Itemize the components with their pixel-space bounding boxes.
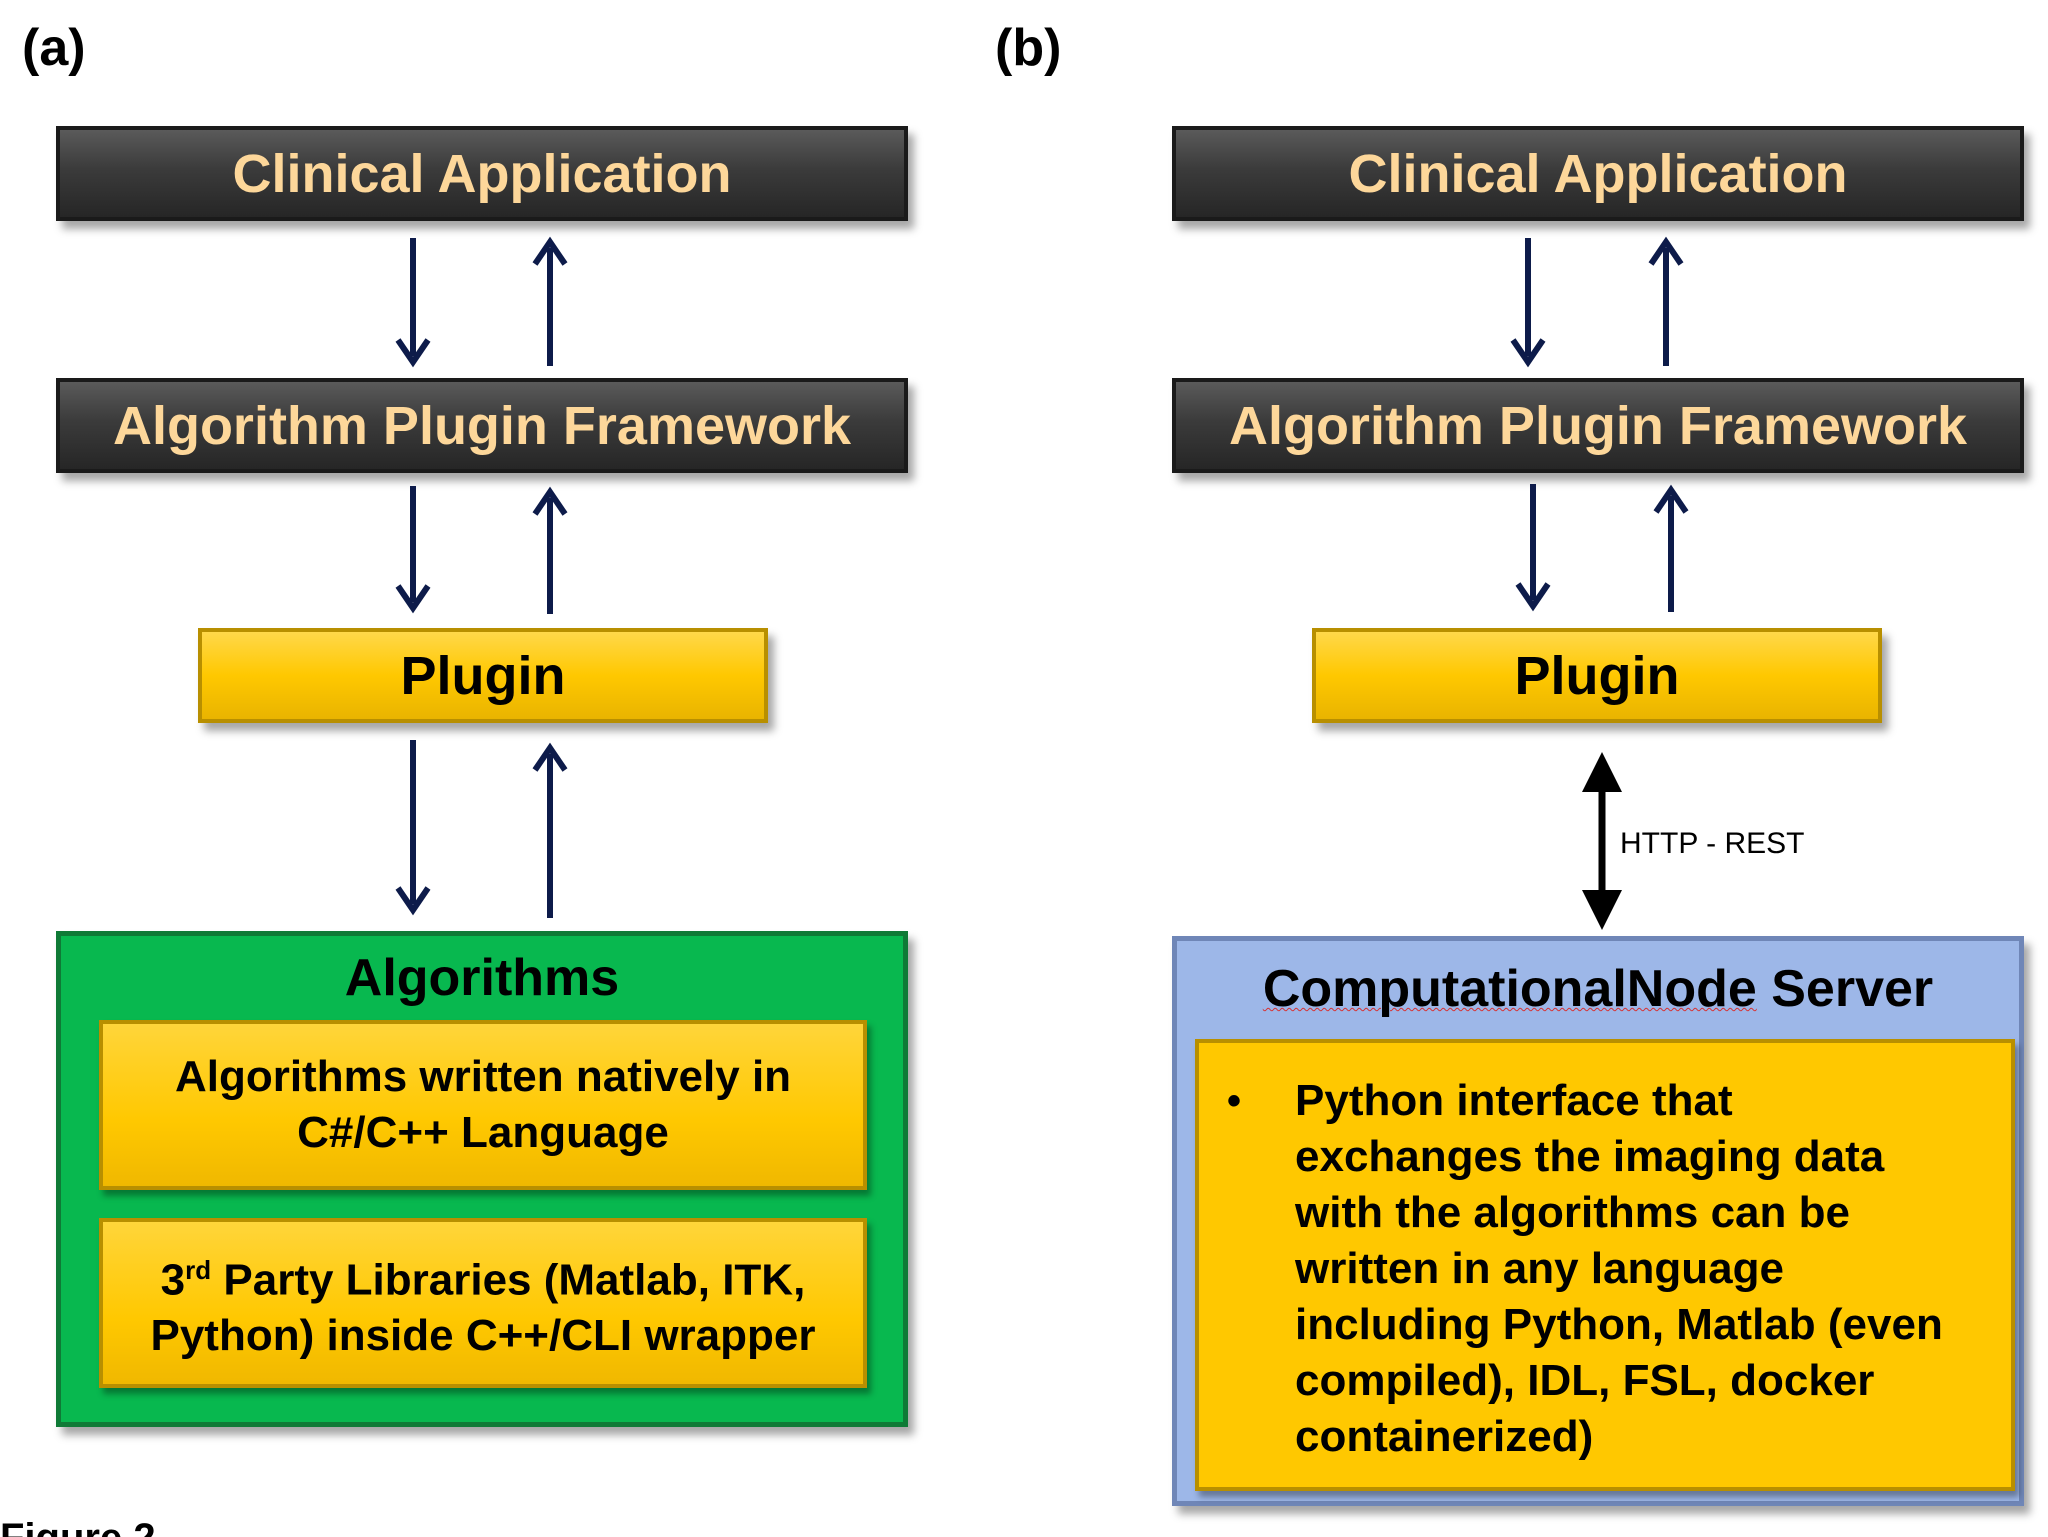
a-native-line2: C#/C++ Language — [297, 1108, 669, 1157]
b-server-line: containerized) — [1295, 1412, 1594, 1461]
b-computational-node-server-container: ComputationalNode Server • Python interf… — [1172, 936, 2024, 1506]
a-clinical-application-box: Clinical Application — [56, 126, 908, 221]
a-third-party-line2: Python) inside C++/CLI wrapper — [150, 1311, 816, 1361]
a-down-arrow-1 — [395, 238, 431, 368]
panel-b-label: (b) — [995, 19, 1062, 77]
b-down-arrow-1 — [1510, 238, 1546, 368]
b-server-line: including Python, Matlab (even — [1295, 1300, 1943, 1349]
b-algorithm-plugin-framework-box: Algorithm Plugin Framework — [1172, 378, 2024, 473]
b-server-line: exchanges the imaging data — [1295, 1132, 1885, 1181]
a-down-arrow-3 — [395, 740, 431, 916]
b-clinical-application-box: Clinical Application — [1172, 126, 2024, 221]
b-python-interface-text: Python interface that exchanges the imag… — [1295, 1073, 1943, 1465]
a-algorithms-container: Algorithms Algorithms written natively i… — [56, 931, 908, 1427]
b-server-line: with the algorithms can be — [1295, 1188, 1850, 1237]
a-third-party-libraries-box: 3rd Party Libraries (Matlab, ITK, Python… — [99, 1218, 867, 1388]
figure-caption: Figure 2 — [0, 1518, 200, 1537]
a-algorithms-title: Algorithms — [344, 949, 620, 1007]
bullet-icon: • — [1227, 1079, 1242, 1123]
b-server-line: written in any language — [1295, 1244, 1784, 1293]
b-bidirectional-arrow — [1582, 752, 1622, 930]
panel-a-label: (a) — [22, 19, 86, 77]
a-up-arrow-3 — [532, 742, 568, 918]
a-down-arrow-2 — [395, 486, 431, 614]
b-server-line: compiled), IDL, FSL, docker — [1295, 1356, 1875, 1405]
a-up-arrow-1 — [532, 236, 568, 366]
b-down-arrow-2 — [1515, 484, 1551, 612]
b-python-interface-box: • Python interface that exchanges the im… — [1195, 1039, 2015, 1491]
b-server-title: ComputationalNode Server — [1177, 959, 2019, 1019]
a-third-party-sup: rd — [185, 1254, 212, 1285]
a-algorithm-plugin-framework-box: Algorithm Plugin Framework — [56, 378, 908, 473]
a-native-line1: Algorithms written natively in — [174, 1052, 792, 1101]
a-third-party-line1: 3rd Party Libraries (Matlab, ITK, — [161, 1242, 806, 1309]
a-third-party-rest: Party Libraries (Matlab, ITK, — [211, 1255, 806, 1305]
b-server-title-word2: Server — [1756, 960, 1934, 1018]
b-plugin-box: Plugin — [1312, 628, 1882, 723]
a-plugin-box: Plugin — [198, 628, 768, 723]
b-server-title-word1: ComputationalNode — [1262, 960, 1757, 1018]
b-server-line: Python interface that — [1295, 1076, 1733, 1125]
b-up-arrow-2 — [1653, 484, 1689, 612]
a-native-algorithms-box: Algorithms written natively in C#/C++ La… — [99, 1020, 867, 1190]
http-rest-label: HTTP - REST — [1620, 827, 1805, 860]
a-up-arrow-2 — [532, 486, 568, 614]
a-third-party-num: 3 — [160, 1255, 186, 1305]
b-up-arrow-1 — [1648, 236, 1684, 366]
